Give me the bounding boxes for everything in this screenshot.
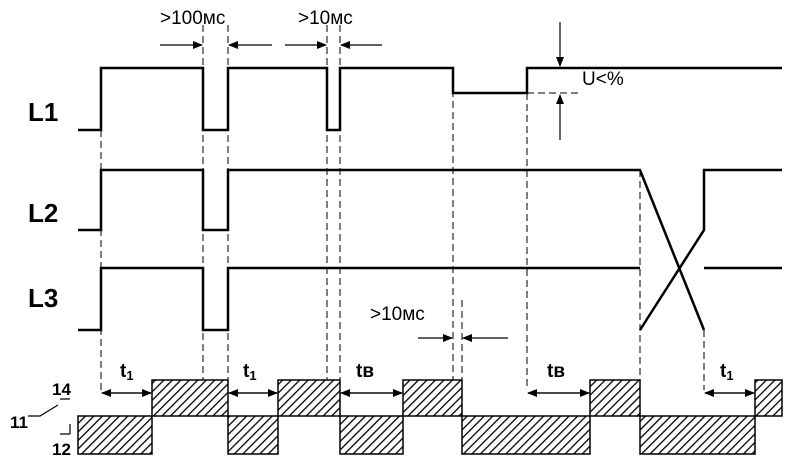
annotation-pulse-3: >10мс: [370, 304, 508, 342]
interval-t1c: t1: [704, 361, 755, 397]
interval-label: tв: [356, 361, 374, 382]
interval-label: t1: [243, 361, 257, 383]
contact-state-band: [77, 379, 783, 455]
l2-waveform: [78, 168, 706, 331]
pulse-label-1: >100мс: [160, 8, 225, 29]
interval-label: t1: [120, 361, 134, 383]
phase-label-l2: L2: [28, 198, 58, 228]
state-block-no: [402, 379, 463, 417]
state-block-nc: [339, 415, 404, 455]
interval-t1b: t1: [228, 361, 278, 397]
contact-switch-icon: [28, 398, 71, 435]
pulse-label-3: >10мс: [370, 304, 425, 325]
state-block-nc: [461, 415, 591, 455]
pulse-label-2: >10мс: [298, 8, 353, 29]
interval-label: tв: [547, 361, 565, 382]
contact-symbol: 14 11 12: [10, 380, 71, 459]
state-block-no: [277, 379, 341, 417]
phase-label-l1: L1: [28, 97, 58, 127]
annotation-pulse-1: >100мс: [160, 8, 272, 49]
contact-label-nc: 11: [10, 413, 28, 432]
interval-label: t1: [720, 361, 734, 383]
state-block-no: [589, 379, 641, 417]
state-block-no: [754, 379, 783, 417]
interval-tv2: tв: [527, 361, 590, 397]
state-block-nc: [639, 415, 756, 455]
annotation-pulse-2: >10мс: [285, 8, 382, 49]
state-block-nc: [227, 415, 279, 455]
l2-waveform-return: [638, 168, 782, 331]
l1-waveform: [78, 66, 782, 132]
state-block-no: [151, 379, 229, 417]
interval-t1a: t1: [101, 361, 152, 397]
contact-label-no: 14: [52, 380, 71, 399]
l3-waveform: [78, 266, 640, 332]
phase-label-l3: L3: [28, 283, 58, 313]
threshold-label: U<%: [582, 69, 624, 90]
annotation-threshold: U<%: [527, 22, 624, 140]
state-block-nc: [77, 415, 153, 455]
contact-label-common: 12: [52, 440, 71, 459]
interval-tv1: tв: [340, 361, 403, 397]
